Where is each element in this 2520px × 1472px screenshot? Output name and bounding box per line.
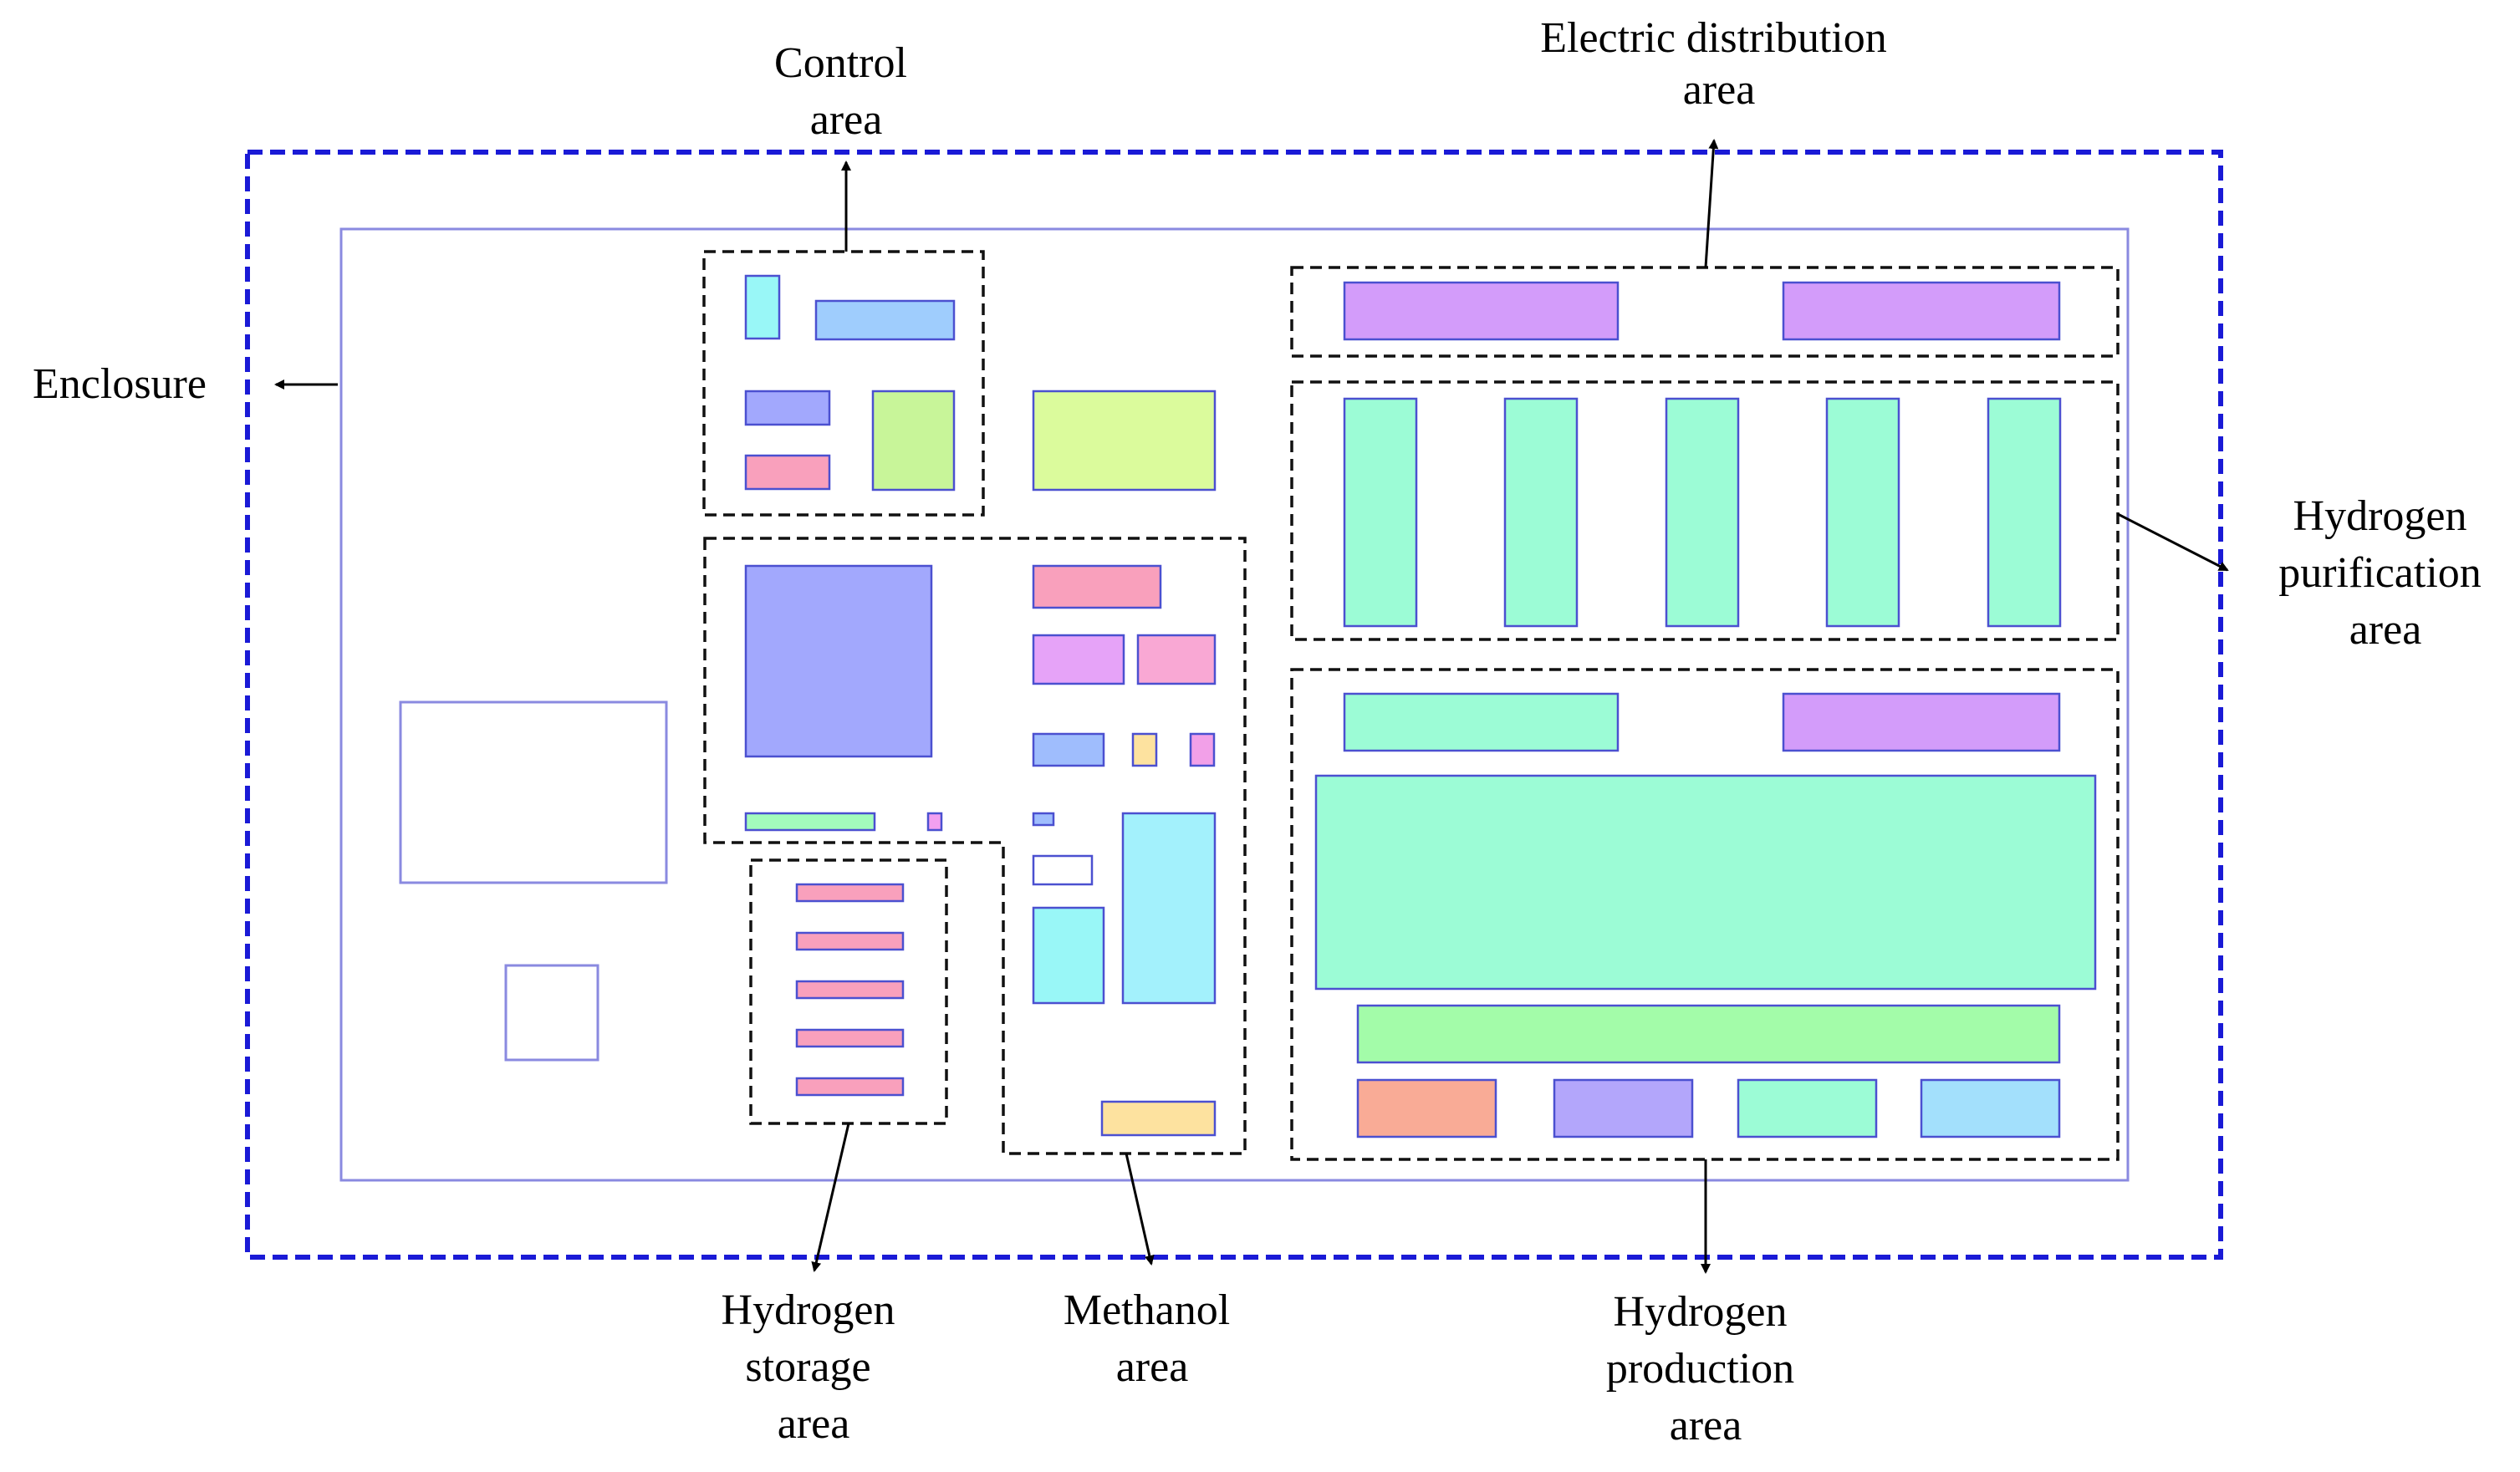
production-label-line-1: Hydrogen [1614,1288,1788,1336]
production-label-line-2: production [1606,1345,1794,1393]
methanol-arrow [1125,1153,1155,1266]
production-component-5 [1553,1078,1694,1138]
empty-box-large [399,700,668,884]
storage-cylinder-5 [795,1077,905,1097]
electric-area-boundary [1290,266,2120,358]
storage-area-label: Hydrogen storage area [722,1286,906,1448]
methanol-component-8 [926,812,943,832]
control-component-1 [744,274,781,340]
enclosure-boundary [245,150,2223,1260]
empty-box-small [504,964,599,1062]
methanol-label-line-1: Methanol [1064,1286,1230,1334]
purification-area-boundary [1290,380,2120,641]
enclosure-label: Enclosure [33,360,207,408]
purification-column-5 [1987,397,2062,628]
standalone-component [1032,390,1217,492]
control-label-line-1: Control [774,39,907,87]
electric-arrow [1704,139,1719,268]
storage-cylinder-2 [795,931,905,951]
control-component-5 [871,390,956,492]
production-component-7 [1920,1078,2061,1138]
methanol-component-10 [1032,854,1094,886]
control-area-label: Control area [774,39,918,144]
electric-cabinet-2 [1782,281,2061,341]
electric-area-label: Electric distribution area [1540,14,1897,114]
methanol-component-5 [1131,732,1158,767]
storage-cylinder-1 [795,883,905,903]
control-label-line-2: area [810,96,883,144]
production-component-1 [1343,692,1620,752]
purification-column-1 [1343,397,1418,628]
control-area-boundary [702,250,985,517]
control-component-2 [814,299,956,341]
methanol-component-4 [1032,732,1105,767]
methanol-label-line-2: area [1116,1343,1189,1391]
purification-label-line-3: area [2349,606,2422,654]
methanol-component-1 [1032,564,1162,609]
production-area-label: Hydrogen production area [1606,1288,1805,1449]
container-outline [339,227,2130,1182]
storage-label-line-2: storage [745,1343,870,1391]
methanol-component-11 [1100,1100,1217,1137]
production-component-6 [1737,1078,1878,1138]
purification-column-3 [1665,397,1740,628]
methanol-tank-2 [1121,812,1217,1005]
purification-column-4 [1825,397,1900,628]
purification-label-line-2: purification [2278,549,2482,597]
methanol-component-6 [1189,732,1216,767]
methanol-tank-1 [1032,906,1105,1005]
production-main-unit [1314,774,2097,991]
purification-label-line-1: Hydrogen [2293,492,2467,540]
methanol-reactor [744,564,933,758]
methanol-component-9 [1032,812,1055,827]
methanol-area-boundary [703,537,1247,1155]
purification-arrow [2117,512,2229,572]
purification-area-label: Hydrogen purification area [2278,492,2492,654]
production-label-line-3: area [1670,1402,1742,1449]
electric-cabinet-1 [1343,281,1620,341]
storage-cylinder-3 [795,980,905,1000]
methanol-area-label: Methanol area [1064,1286,1241,1391]
methanol-component-7 [744,812,876,832]
electric-label-line-1: Electric distribution [1540,14,1886,62]
electric-label-line-2: area [1683,66,1756,114]
control-component-3 [744,390,831,426]
control-component-4 [744,454,831,491]
storage-arrow [811,1123,850,1272]
production-component-3 [1356,1004,2061,1064]
production-component-4 [1356,1078,1497,1138]
production-component-2 [1782,692,2061,752]
storage-label-line-1: Hydrogen [722,1286,895,1334]
storage-cylinder-4 [795,1028,905,1048]
storage-label-line-3: area [778,1400,850,1448]
methanol-component-3 [1136,634,1217,685]
purification-column-2 [1503,397,1579,628]
methanol-component-2 [1032,634,1125,685]
